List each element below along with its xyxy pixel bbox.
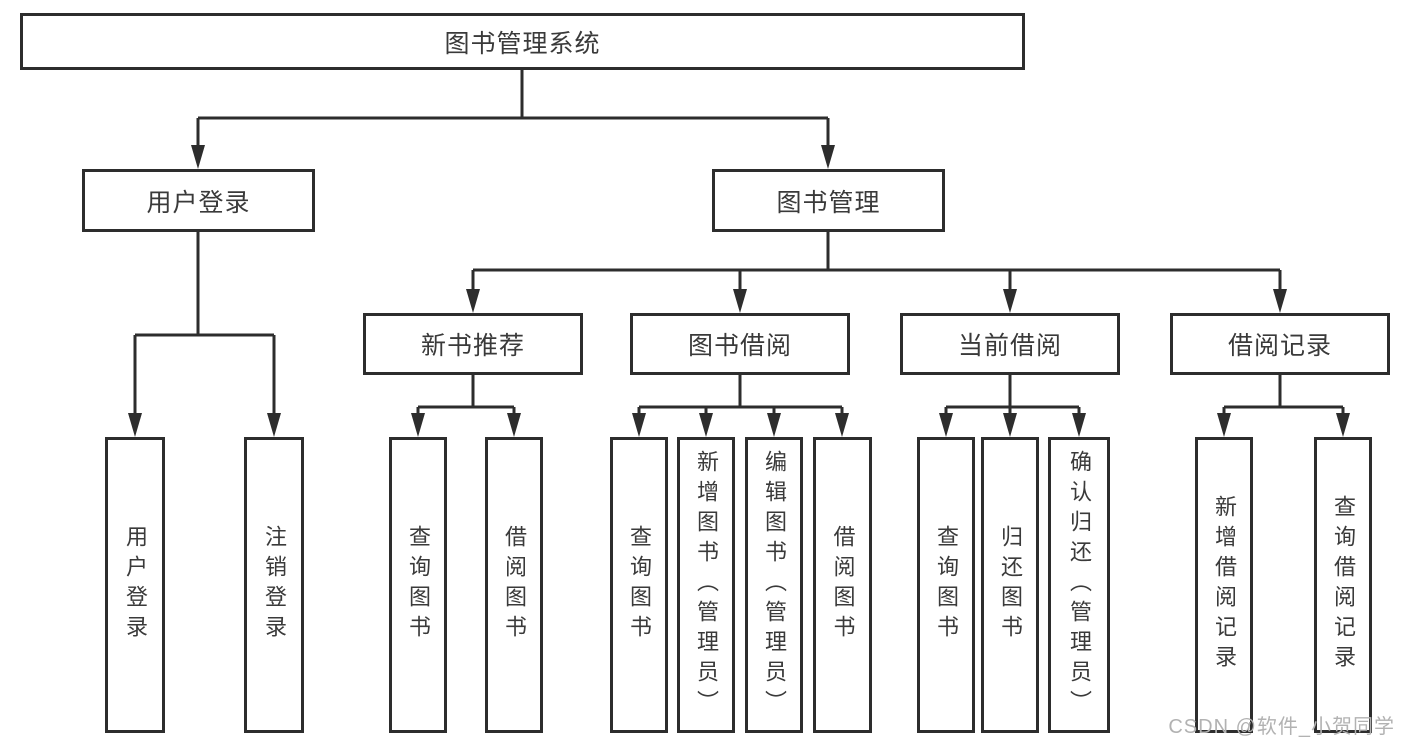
node-new-book-recommendation: 新书推荐	[363, 313, 583, 375]
node-book-borrowing: 图书借阅	[630, 313, 850, 375]
connector-new-book-recommend	[416, 375, 516, 415]
node-leaf-add-book-admin: 新增图书（管理员）	[677, 437, 735, 733]
node-leaf-user-login: 用户登录	[105, 437, 165, 733]
node-leaf-borrow-book-2: 借阅图书	[813, 437, 872, 733]
connector-current-borrow	[944, 375, 1081, 415]
node-leaf-query-borrow-record: 查询借阅记录	[1314, 437, 1372, 733]
connector-root	[196, 70, 830, 147]
node-leaf-return-book: 归还图书	[981, 437, 1039, 733]
node-book-management: 图书管理	[712, 169, 945, 232]
node-leaf-add-borrow-record: 新增借阅记录	[1195, 437, 1253, 733]
node-borrowing-records: 借阅记录	[1170, 313, 1390, 375]
node-leaf-query-book-3: 查询图书	[917, 437, 975, 733]
node-library-system: 图书管理系统	[20, 13, 1025, 70]
node-user-login: 用户登录	[82, 169, 315, 232]
csdn-watermark: CSDN @软件_小贺同学	[1168, 716, 1395, 738]
node-leaf-confirm-return-admin: 确认归还（管理员）	[1048, 437, 1110, 733]
node-current-borrowing: 当前借阅	[900, 313, 1120, 375]
node-leaf-query-book-2: 查询图书	[610, 437, 668, 733]
connector-borrow-records	[1222, 375, 1345, 415]
node-leaf-edit-book-admin: 编辑图书（管理员）	[745, 437, 803, 733]
connector-book-management	[471, 232, 1282, 291]
node-leaf-query-book-1: 查询图书	[389, 437, 447, 733]
connector-book-borrow	[637, 375, 844, 415]
arrowheads	[128, 145, 1350, 437]
node-leaf-logout: 注销登录	[244, 437, 304, 733]
node-leaf-borrow-book-1: 借阅图书	[485, 437, 543, 733]
connector-user-login	[133, 232, 276, 415]
